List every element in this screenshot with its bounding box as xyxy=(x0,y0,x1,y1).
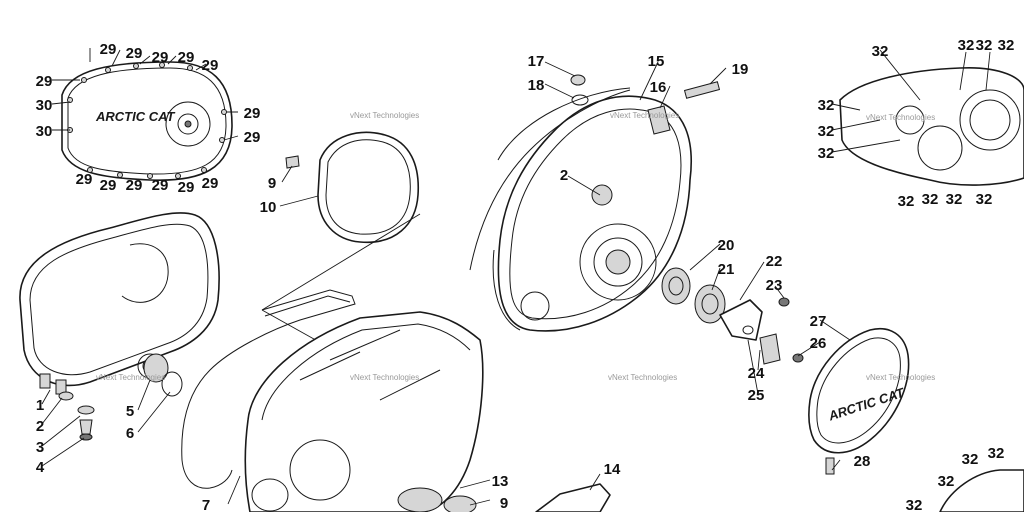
callout-24: 24 xyxy=(748,365,765,382)
watermark-1: vNext Technologies xyxy=(350,111,419,120)
callout-29-i: 29 xyxy=(76,171,93,188)
housing-gasket xyxy=(469,89,631,271)
callout-26: 26 xyxy=(810,335,827,352)
callout-19: 19 xyxy=(732,61,749,78)
callout-29-b: 29 xyxy=(126,45,143,62)
callout-16: 16 xyxy=(650,79,667,96)
callout-29-e: 29 xyxy=(202,57,219,74)
small-hardware-1-6 xyxy=(58,353,183,441)
callout-32-k: 32 xyxy=(976,191,993,208)
arctic-cat-logo: ARCTIC CAT xyxy=(95,109,176,124)
callout-3: 3 xyxy=(36,439,44,456)
plug-and-seal-15-19 xyxy=(570,74,721,135)
callout-29-l: 29 xyxy=(152,177,169,194)
callout-5: 5 xyxy=(126,403,134,420)
callout-10: 10 xyxy=(260,199,277,216)
callout-2: 2 xyxy=(36,418,44,435)
callout-4: 4 xyxy=(36,459,45,476)
callout-32-n: 32 xyxy=(938,473,955,490)
cover-14 xyxy=(535,483,611,512)
large-gasket xyxy=(181,289,356,489)
right-side-cover: ARCTIC CAT xyxy=(808,328,910,475)
callout-32-e: 32 xyxy=(818,97,835,114)
callout-13: 13 xyxy=(492,473,509,490)
watermark-7: vNext Technologies xyxy=(866,373,935,382)
callout-32-l: 32 xyxy=(962,451,979,468)
callout-32-g: 32 xyxy=(818,145,835,162)
callout-labels: 1 2 3 4 5 6 7 9 10 13 9 14 2 17 18 15 16… xyxy=(36,37,1015,512)
callout-32-f: 32 xyxy=(818,123,835,140)
callout-27: 27 xyxy=(810,313,827,330)
callout-32-o: 32 xyxy=(906,497,923,512)
callout-21: 21 xyxy=(718,261,735,278)
callout-32-j: 32 xyxy=(946,191,963,208)
callout-25: 25 xyxy=(748,387,765,404)
callout-6: 6 xyxy=(126,425,134,442)
callout-29-f: 29 xyxy=(36,73,53,90)
callout-29-c: 29 xyxy=(152,49,169,66)
leader-lines xyxy=(41,48,991,506)
callout-7: 7 xyxy=(202,497,210,512)
callout-17: 17 xyxy=(528,53,545,70)
callout-9b: 9 xyxy=(500,495,508,512)
callout-29-g: 29 xyxy=(244,105,261,122)
callout-29-a: 29 xyxy=(100,41,117,58)
crankcase-half xyxy=(244,311,484,512)
callout-32-d: 32 xyxy=(998,37,1015,54)
stator-housing xyxy=(492,87,693,332)
callout-2b: 2 xyxy=(560,167,568,184)
callout-32-c: 32 xyxy=(976,37,993,54)
callout-1: 1 xyxy=(36,397,44,414)
callout-23: 23 xyxy=(766,277,783,294)
bottom-right-piece xyxy=(939,469,1024,512)
watermark-5: vNext Technologies xyxy=(350,373,419,382)
callout-32-i: 32 xyxy=(922,191,939,208)
callout-32-h: 32 xyxy=(898,193,915,210)
callout-28: 28 xyxy=(854,453,871,470)
callout-30-b: 30 xyxy=(36,123,53,140)
watermark-3: vNext Technologies xyxy=(866,113,935,122)
callout-29-d: 29 xyxy=(178,49,195,66)
callout-22: 22 xyxy=(766,253,783,270)
top-right-crankcase xyxy=(839,67,1024,186)
watermark-4: vNext Technologies xyxy=(96,373,165,382)
watermark-2: vNext Technologies xyxy=(610,111,679,120)
callout-29-m: 29 xyxy=(178,179,195,196)
callout-9: 9 xyxy=(268,175,276,192)
callout-20: 20 xyxy=(718,237,735,254)
callout-14: 14 xyxy=(604,461,621,478)
callout-15: 15 xyxy=(648,53,665,70)
inner-clutch-cover xyxy=(19,212,220,395)
callout-32-b: 32 xyxy=(958,37,975,54)
callout-32-m: 32 xyxy=(988,445,1005,462)
callout-32-a: 32 xyxy=(872,43,889,60)
callout-29-h: 29 xyxy=(244,129,261,146)
callout-29-j: 29 xyxy=(100,177,117,194)
bearings-and-seals-20-26 xyxy=(661,267,804,365)
watermarks: vNext Technologies vNext Technologies vN… xyxy=(96,111,935,382)
inner-cover-plate xyxy=(285,131,420,244)
callout-30-a: 30 xyxy=(36,97,53,114)
callout-18: 18 xyxy=(528,77,545,94)
outer-clutch-cover: ARCTIC CAT xyxy=(61,61,233,181)
watermark-6: vNext Technologies xyxy=(608,373,677,382)
callout-29-k: 29 xyxy=(126,177,143,194)
callout-29-n: 29 xyxy=(202,175,219,192)
